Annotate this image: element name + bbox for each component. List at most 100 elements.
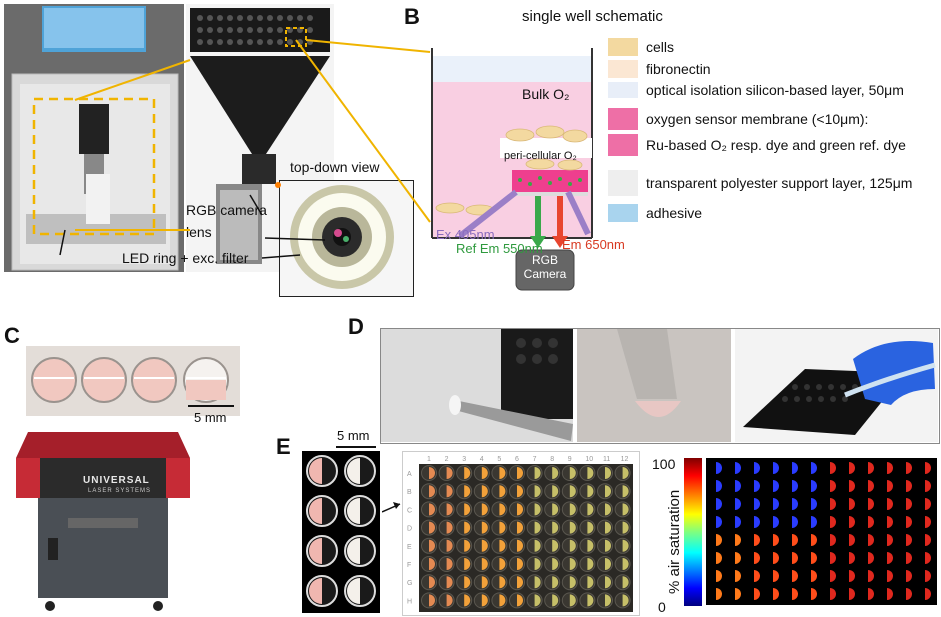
legend-label: optical isolation silicon-based layer, 5…	[646, 82, 904, 98]
plate-sensor	[517, 594, 523, 607]
oxygen-map-sensor	[830, 552, 836, 564]
oxygen-map-sensor	[754, 462, 760, 474]
plate-sensor	[499, 467, 506, 479]
sensor-placement-photo-1	[381, 329, 573, 442]
scale-bar-c	[188, 405, 234, 407]
plate-sensor	[429, 485, 435, 498]
plate-sensor	[552, 467, 559, 479]
plate-sensor	[605, 576, 611, 589]
oxygen-map-sensor	[735, 480, 741, 492]
plate-sensor	[429, 503, 435, 516]
oxygen-map-sensor	[754, 588, 760, 600]
legend-item: optical isolation silicon-based layer, 5…	[608, 82, 904, 98]
rgb-camera-label: RGB Camera	[523, 253, 567, 281]
plate-sensor	[481, 521, 488, 534]
plate-sensor	[569, 594, 576, 607]
plate-sensor	[499, 521, 506, 534]
zoom-sensor	[347, 498, 360, 524]
oxygen-map-sensor	[906, 588, 912, 600]
oxygen-map-sensor	[868, 516, 874, 528]
plate-sensor	[605, 539, 611, 552]
plate-sensor	[481, 467, 488, 479]
rgb-camera-lens-label: RGB camera lens	[186, 202, 267, 240]
oxygen-map-sensor	[830, 498, 836, 510]
oxygen-map-sensor	[925, 498, 931, 510]
oxygen-map-sensor	[849, 480, 855, 492]
ex-405-label: Ex 405nm	[436, 227, 495, 242]
oxygen-map-sensor	[849, 516, 855, 528]
plate-sensor	[446, 576, 453, 589]
legend-label: Ru-based O₂ resp. dye and green ref. dye	[646, 137, 906, 153]
plate-column-label: 3	[462, 456, 466, 463]
plate-sensor	[552, 558, 559, 570]
plate-sensor	[464, 539, 471, 552]
plate-sensor	[587, 558, 594, 570]
plate-sensor	[464, 521, 471, 534]
oxygen-map-sensor	[925, 516, 931, 528]
oxygen-map-sensor	[887, 588, 893, 600]
plate-sensor	[517, 521, 523, 534]
oxygen-map-sensor	[773, 534, 779, 546]
plate-handling-photo	[735, 329, 938, 442]
oxygen-map-sensor	[716, 480, 722, 492]
plate-row-label: A	[407, 471, 412, 478]
oxygen-map-sensor	[849, 462, 855, 474]
plate-sensor	[534, 503, 541, 516]
oxygen-map-sensor	[830, 588, 836, 600]
plate-sensor	[552, 485, 559, 498]
oxygen-map-sensor	[754, 570, 760, 582]
oxygen-map-sensor	[887, 480, 893, 492]
plate-sensor	[534, 594, 541, 607]
plate-row-label: G	[407, 580, 412, 587]
plate-sensor	[429, 539, 435, 552]
plate-sensor	[552, 539, 559, 552]
oxygen-map-sensor	[906, 570, 912, 582]
oxygen-map-sensor	[868, 588, 874, 600]
plate-sensor	[622, 467, 629, 479]
plate-row-label: F	[407, 562, 411, 569]
oxygen-map-sensor	[716, 552, 722, 564]
oxygen-map-sensor	[735, 588, 741, 600]
oxygen-map-sensor	[925, 534, 931, 546]
oxygen-map-sensor	[716, 588, 722, 600]
plate-column-label: 10	[585, 456, 593, 463]
plate-sensor	[429, 576, 435, 589]
plate-sensor	[622, 558, 629, 570]
oxygen-map-sensor	[906, 534, 912, 546]
zoom-sensor	[309, 458, 322, 484]
legend-swatch	[608, 134, 638, 156]
plate-sensor	[464, 558, 471, 570]
plate-column-label: 5	[497, 456, 501, 463]
cut-sensor-discs-photo	[26, 346, 240, 416]
plate-sensor	[587, 503, 594, 516]
legend-item: fibronectin	[608, 60, 711, 78]
plate-sensor	[446, 539, 453, 552]
plate-sensor	[569, 539, 576, 552]
oxygen-map-sensor	[849, 534, 855, 546]
plate-body	[419, 464, 633, 612]
plate-sensor	[446, 521, 453, 534]
plate-column-label: 4	[480, 456, 484, 463]
oxygen-map-sensor	[849, 552, 855, 564]
oxygen-map-sensor	[868, 534, 874, 546]
plate-sensor	[534, 521, 541, 534]
top-down-view-label: top-down view	[290, 159, 380, 175]
oxygen-map-sensor	[792, 480, 798, 492]
oxygen-map-sensor	[811, 570, 817, 582]
oxygen-map-sensor	[868, 462, 874, 474]
plate-sensor	[464, 503, 471, 516]
plate-sensor	[429, 521, 435, 534]
oxygen-map-sensor	[773, 462, 779, 474]
oxygen-map-sensor	[811, 480, 817, 492]
panel-label-c: C	[4, 323, 20, 348]
oxygen-map-sensor	[811, 516, 817, 528]
plate-sensor	[517, 558, 523, 570]
oxygen-map-sensor	[754, 498, 760, 510]
colorbar-max: 100	[652, 456, 676, 472]
plate-column-label: 8	[550, 456, 554, 463]
oxygen-map-sensor	[792, 462, 798, 474]
plate-sensor	[587, 521, 594, 534]
plate-sensor	[622, 539, 629, 552]
zoom-sensor	[309, 578, 322, 604]
